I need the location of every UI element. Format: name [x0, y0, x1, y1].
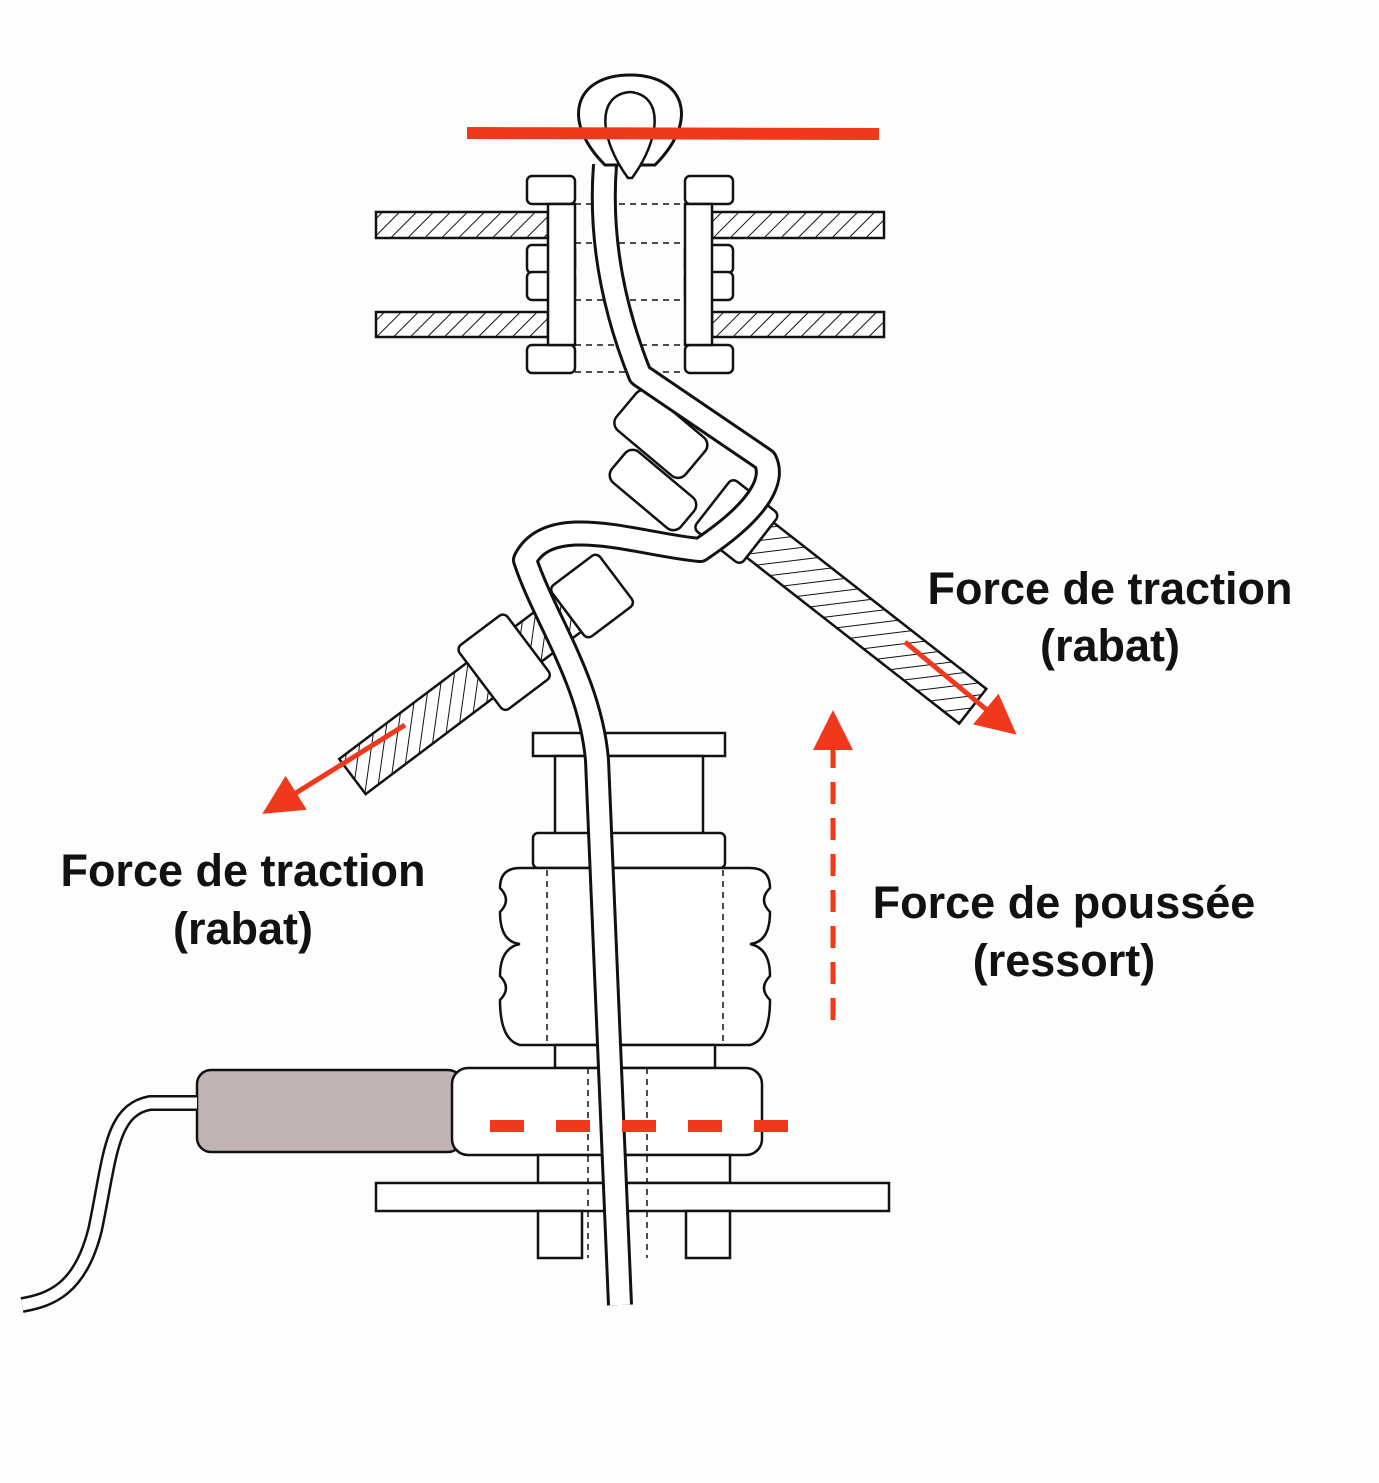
base-collar [553, 1043, 717, 1070]
label-traction-right: Force de traction [927, 563, 1292, 614]
lower-plate-right [710, 310, 886, 339]
bottom-plate [374, 1181, 891, 1213]
spring [498, 866, 772, 1047]
post [553, 754, 705, 836]
traction-arrow-left [262, 722, 407, 814]
traction-arrow-right [903, 640, 1017, 735]
label-traction-right-sub: (rabat) [1040, 620, 1180, 671]
upper-nuts [531, 831, 727, 870]
sensor-cable [20, 1095, 197, 1313]
label-traction-left-sub: (rabat) [173, 903, 313, 954]
top-cap [531, 731, 727, 758]
upper-plate-left [374, 210, 550, 240]
left-arm [337, 553, 635, 796]
upper-plate-right [710, 210, 886, 240]
reference-line-top [466, 127, 880, 140]
label-push: Force de poussée [873, 877, 1256, 928]
label-traction-left: Force de traction [60, 845, 425, 896]
sensor-cylinder [195, 1068, 464, 1154]
right-nut-stack [683, 174, 735, 375]
label-push-sub: (ressort) [973, 935, 1156, 986]
left-nut-stack [525, 174, 577, 375]
lower-plate-left [374, 310, 550, 339]
